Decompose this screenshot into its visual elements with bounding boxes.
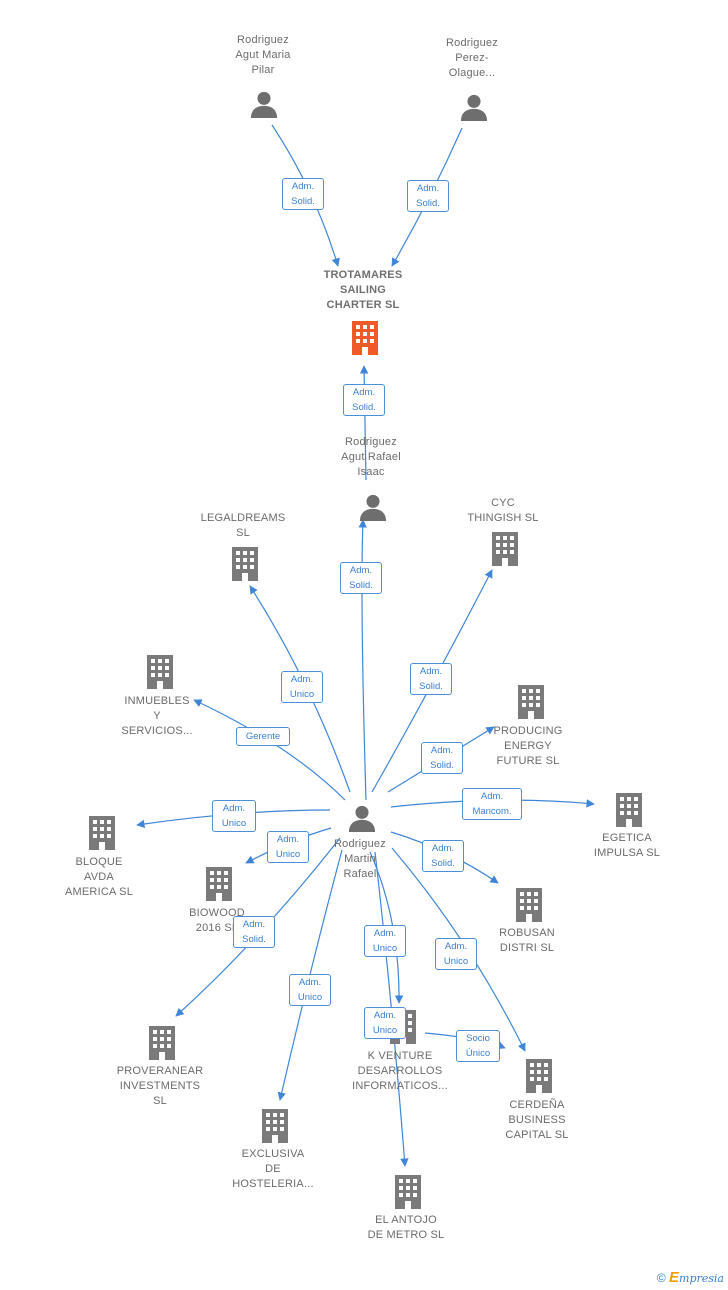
edge-rafael-to-inmuebles — [193, 699, 346, 801]
relation-badge-rafael-to-proveranear[interactable]: Adm. Solid. — [233, 916, 275, 948]
relation-badge-pilar-to-trotamares[interactable]: Adm. Solid. — [282, 178, 324, 210]
isaac-person-icon[interactable] — [359, 494, 387, 521]
edge-rafael-to-exclusiva — [277, 849, 343, 1101]
brand-logo-initial: E — [669, 1269, 680, 1286]
relation-badge-rafael-to-cyc[interactable]: Adm. Solid. — [410, 663, 452, 695]
isaac-label[interactable]: Rodriguez Agut Rafael Isaac — [341, 435, 401, 478]
brand-name: mpresia — [679, 1272, 724, 1285]
egetica-label[interactable]: EGETICA IMPULSA SL — [593, 832, 661, 859]
inmuebles-building-icon[interactable] — [147, 655, 173, 689]
relation-badge-rafael-to-exclusiva[interactable]: Adm. Unico — [289, 974, 331, 1006]
egetica-building-icon[interactable] — [616, 793, 642, 827]
relation-badge-rafael-to-cerdena[interactable]: Adm. Unico — [435, 938, 477, 970]
edge-rafael-to-antojo — [374, 851, 409, 1167]
perez-label[interactable]: Rodriguez Perez- Olague... — [446, 36, 498, 79]
inmuebles-label[interactable]: INMUEBLES Y SERVICIOS... — [121, 694, 193, 737]
exclusiva-label[interactable]: EXCLUSIVA DE HOSTELERIA... — [232, 1147, 314, 1190]
cerdena-label[interactable]: CERDEÑA BUSINESS CAPITAL SL — [505, 1098, 569, 1141]
trotamares-label[interactable]: TROTAMARES SAILING CHARTER SL — [323, 268, 403, 311]
relation-badge-rafael-to-egetica[interactable]: Adm. Mancom. — [462, 788, 522, 820]
relation-badge-perez-to-trotamares[interactable]: Adm. Solid. — [407, 180, 449, 212]
antojo-building-icon[interactable] — [395, 1175, 421, 1209]
relation-badge-kventure-to-cerdena[interactable]: Socio Único — [456, 1030, 500, 1062]
relation-badge-rafael-to-producing[interactable]: Adm. Solid. — [421, 742, 463, 774]
relation-badge-rafael-to-bloque[interactable]: Adm. Unico — [212, 800, 256, 832]
legaldreams-label[interactable]: LEGALDREAMS SL — [200, 512, 286, 539]
pilar-label[interactable]: Rodriguez Agut Maria Pilar — [235, 33, 291, 76]
relation-badge-rafael-to-trotamares[interactable]: Adm. Solid. — [340, 562, 382, 594]
node-icons — [89, 91, 642, 1209]
cerdena-building-icon[interactable] — [526, 1059, 552, 1093]
robusan-building-icon[interactable] — [516, 888, 542, 922]
antojo-label[interactable]: EL ANTOJO DE METRO SL — [367, 1214, 445, 1241]
rafael-label[interactable]: Rodriguez Martin Rafael — [334, 837, 386, 880]
relation-badge-rafael-to-kventure[interactable]: Adm. Unico — [364, 925, 406, 957]
producing-label[interactable]: PRODUCING ENERGY FUTURE SL — [493, 724, 563, 767]
relation-badge-rafael-to-biowood[interactable]: Adm. Unico — [267, 831, 309, 863]
bloque-label[interactable]: BLOQUE AVDA AMERICA SL — [64, 855, 134, 898]
relation-badge-rafael-to-legaldreams[interactable]: Adm. Unico — [281, 671, 323, 703]
footer-brand[interactable]: © Empresia — [657, 1269, 724, 1286]
proveranear-label[interactable]: PROVERANEAR INVESTMENTS SL — [116, 1064, 204, 1107]
pilar-person-icon[interactable] — [250, 91, 278, 118]
cyc-building-icon[interactable] — [492, 532, 518, 566]
bloque-building-icon[interactable] — [89, 816, 115, 850]
rafael-person-icon[interactable] — [348, 805, 376, 832]
kventure-label[interactable]: K VENTURE DESARROLLOS INFORMATICOS... — [352, 1049, 448, 1092]
relation-badge-rafael-to-robusan[interactable]: Adm. Solid. — [422, 840, 464, 872]
exclusiva-building-icon[interactable] — [262, 1109, 288, 1143]
relation-badge-rafael-to-antojo[interactable]: Adm. Unico — [364, 1007, 406, 1039]
trotamares-building-icon[interactable] — [352, 321, 378, 355]
biowood-building-icon[interactable] — [206, 867, 232, 901]
cyc-label[interactable]: CYC THINGISH SL — [467, 497, 539, 524]
perez-person-icon[interactable] — [460, 94, 488, 121]
relation-badge-rafael-to-inmuebles[interactable]: Gerente — [236, 727, 290, 746]
proveranear-building-icon[interactable] — [149, 1026, 175, 1060]
relation-badge-isaac-to-trotamares[interactable]: Adm. Solid. — [343, 384, 385, 416]
legaldreams-building-icon[interactable] — [232, 547, 258, 581]
robusan-label[interactable]: ROBUSAN DISTRI SL — [499, 927, 555, 954]
copyright-symbol: © — [656, 1271, 666, 1285]
edge-rafael-to-trotamares — [358, 519, 367, 801]
producing-building-icon[interactable] — [518, 685, 544, 719]
